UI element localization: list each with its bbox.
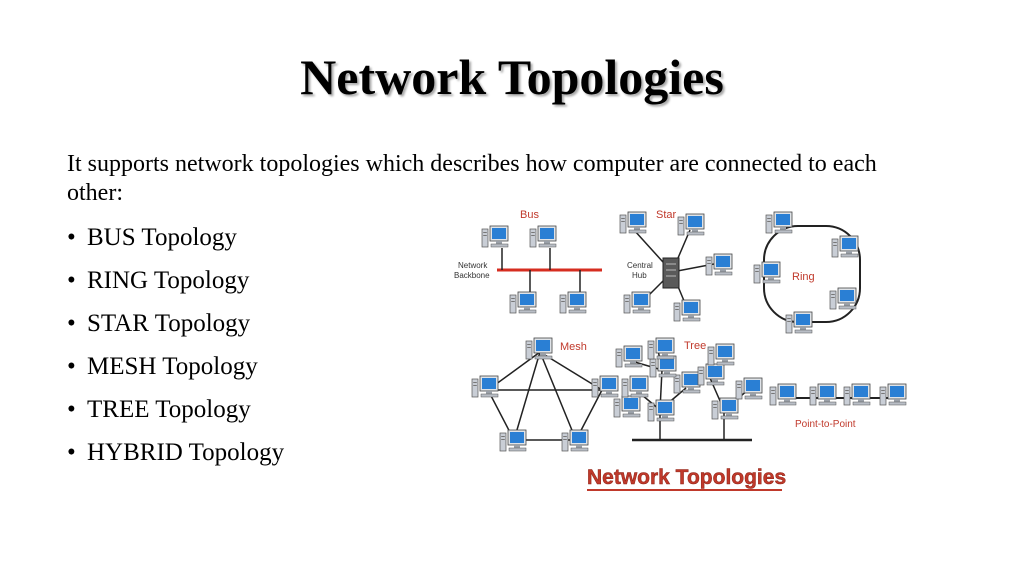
- computer-icon: [525, 337, 553, 360]
- slide-title: Network Topologies: [300, 49, 724, 105]
- computer-icon: [623, 291, 651, 314]
- bullet-text: BUS Topology: [87, 224, 237, 251]
- computer-icon: [697, 363, 725, 386]
- computer-icon: [753, 261, 781, 284]
- list-item: • HYBRID Topology: [67, 437, 284, 480]
- computer-icon: [647, 337, 675, 360]
- list-item: • STAR Topology: [67, 308, 284, 351]
- hub-label: Hub: [632, 271, 647, 280]
- list-item: • RING Topology: [67, 265, 284, 308]
- bullet-text: RING Topology: [87, 267, 250, 294]
- computer-icon: [481, 225, 509, 248]
- bus-label: Bus: [520, 209, 539, 221]
- computer-icon: [711, 397, 739, 420]
- bullet-text: TREE Topology: [87, 396, 251, 423]
- backbone-label: Network: [458, 261, 488, 270]
- point-to-point-topology: Point-to-Point: [769, 383, 907, 430]
- bullet-glyph: •: [67, 396, 76, 423]
- star-topology: Star Central Hub: [619, 209, 733, 322]
- computer-icon: [559, 291, 587, 314]
- computer-icon: [509, 291, 537, 314]
- tree-label: Tree: [684, 340, 706, 352]
- computer-icon: [707, 343, 735, 366]
- ring-topology: Ring: [753, 211, 861, 334]
- bullet-glyph: •: [67, 439, 76, 466]
- hub-icon: [662, 257, 680, 289]
- bullet-glyph: •: [67, 353, 76, 380]
- computer-icon: [471, 375, 499, 398]
- computer-icon: [879, 383, 907, 406]
- ring-label: Ring: [792, 271, 815, 283]
- bullet-text: HYBRID Topology: [87, 439, 285, 466]
- computer-icon: [673, 371, 701, 394]
- hub-label: Central: [627, 261, 653, 270]
- computer-icon: [705, 253, 733, 276]
- bus-topology: Bus Network Backbone: [454, 209, 602, 314]
- computer-icon: [843, 383, 871, 406]
- computer-icon: [769, 383, 797, 406]
- tree-topology: Tree: [613, 337, 763, 442]
- computer-icon: [591, 375, 619, 398]
- computer-icon: [619, 211, 647, 234]
- computer-icon: [613, 395, 641, 418]
- computer-icon: [499, 429, 527, 452]
- computer-icon: [677, 213, 705, 236]
- computer-icon: [735, 377, 763, 400]
- mesh-topology: Mesh: [471, 337, 619, 452]
- list-item: • MESH Topology: [67, 351, 284, 394]
- bullet-glyph: •: [67, 310, 76, 337]
- bullet-text: MESH Topology: [87, 353, 258, 380]
- star-label: Star: [656, 209, 677, 221]
- topology-diagram-svg: Bus Network Backbone Star Central Hub: [454, 209, 907, 491]
- bullet-text: STAR Topology: [87, 310, 251, 337]
- diagram-caption: Network Topologies: [587, 466, 786, 489]
- computer-icon: [621, 375, 649, 398]
- topology-list: • BUS Topology • RING Topology • STAR Topol…: [67, 222, 284, 480]
- computer-icon: [831, 235, 859, 258]
- topology-diagram: Bus Network Backbone Star Central Hub: [452, 200, 914, 496]
- list-item: • BUS Topology: [67, 222, 284, 265]
- computer-icon: [765, 211, 793, 234]
- bullet-glyph: •: [67, 224, 76, 251]
- computer-icon: [647, 399, 675, 422]
- mesh-label: Mesh: [560, 341, 587, 353]
- computer-icon: [673, 299, 701, 322]
- computer-icon: [785, 311, 813, 334]
- bullet-glyph: •: [67, 267, 76, 294]
- computer-icon: [829, 287, 857, 310]
- list-item: • TREE Topology: [67, 394, 284, 437]
- backbone-label: Backbone: [454, 271, 490, 280]
- intro-text: It supports network topologies which des…: [67, 151, 877, 206]
- computer-icon: [529, 225, 557, 248]
- computer-icon: [561, 429, 589, 452]
- point-to-point-label: Point-to-Point: [795, 419, 856, 430]
- computer-icon: [615, 345, 643, 368]
- computer-icon: [809, 383, 837, 406]
